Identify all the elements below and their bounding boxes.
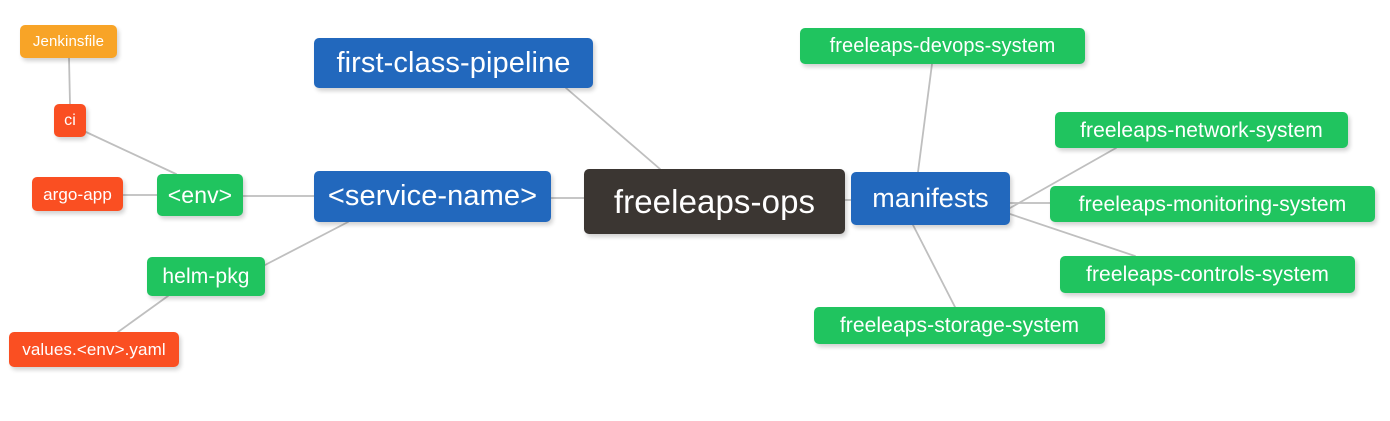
mindmap-node-env[interactable]: <env> <box>157 174 243 216</box>
mindmap-node-label-devops: freeleaps-devops-system <box>829 35 1056 57</box>
mindmap-node-label-freeleaps-ops: freeleaps-ops <box>613 183 816 220</box>
mindmap-node-argo-app[interactable]: argo-app <box>32 177 123 211</box>
mindmap-node-label-values-yaml: values.<env>.yaml <box>22 340 166 359</box>
mindmap-node-jenkinsfile[interactable]: Jenkinsfile <box>20 25 117 58</box>
mindmap-node-monitoring[interactable]: freeleaps-monitoring-system <box>1050 186 1375 222</box>
edge-service-name-to-helm-pkg <box>264 221 349 266</box>
mindmap-node-network[interactable]: freeleaps-network-system <box>1055 112 1348 148</box>
mindmap-node-values-yaml[interactable]: values.<env>.yaml <box>9 332 179 367</box>
mindmap-node-storage[interactable]: freeleaps-storage-system <box>814 307 1105 344</box>
edge-helm-pkg-to-values-yaml <box>117 295 169 333</box>
mindmap-node-label-storage: freeleaps-storage-system <box>839 314 1080 337</box>
mindmap-node-label-helm-pkg: helm-pkg <box>162 265 250 288</box>
mindmap-node-label-monitoring: freeleaps-monitoring-system <box>1078 192 1347 216</box>
mindmap-node-service-name[interactable]: <service-name> <box>314 171 551 222</box>
mindmap-node-label-env: <env> <box>167 181 233 208</box>
mindmap-node-manifests[interactable]: manifests <box>851 172 1010 225</box>
mindmap-node-freeleaps-ops[interactable]: freeleaps-ops <box>584 169 845 234</box>
edge-ci-to-env <box>85 131 177 175</box>
edge-manifests-to-devops <box>917 63 933 173</box>
edge-pipeline-to-freeleaps-ops <box>565 87 661 170</box>
edge-manifests-to-storage <box>912 224 956 308</box>
mindmap-node-label-controls: freeleaps-controls-system <box>1086 263 1329 286</box>
mindmap-node-label-service-name: <service-name> <box>327 180 538 212</box>
mindmap-node-label-manifests: manifests <box>872 183 989 213</box>
mindmap-node-controls[interactable]: freeleaps-controls-system <box>1060 256 1355 293</box>
edge-jenkinsfile-to-ci <box>68 57 71 105</box>
mindmap-node-label-ci: ci <box>64 111 76 129</box>
mindmap-node-label-network: freeleaps-network-system <box>1080 118 1323 142</box>
mindmap-node-label-jenkinsfile: Jenkinsfile <box>32 33 105 50</box>
mindmap-node-helm-pkg[interactable]: helm-pkg <box>147 257 265 296</box>
mindmap-node-devops[interactable]: freeleaps-devops-system <box>800 28 1085 64</box>
mindmap-node-pipeline[interactable]: first-class-pipeline <box>314 38 593 88</box>
mindmap-node-ci[interactable]: ci <box>54 104 86 137</box>
mindmap-node-label-argo-app: argo-app <box>43 184 112 204</box>
mindmap-node-label-pipeline: first-class-pipeline <box>336 46 571 79</box>
